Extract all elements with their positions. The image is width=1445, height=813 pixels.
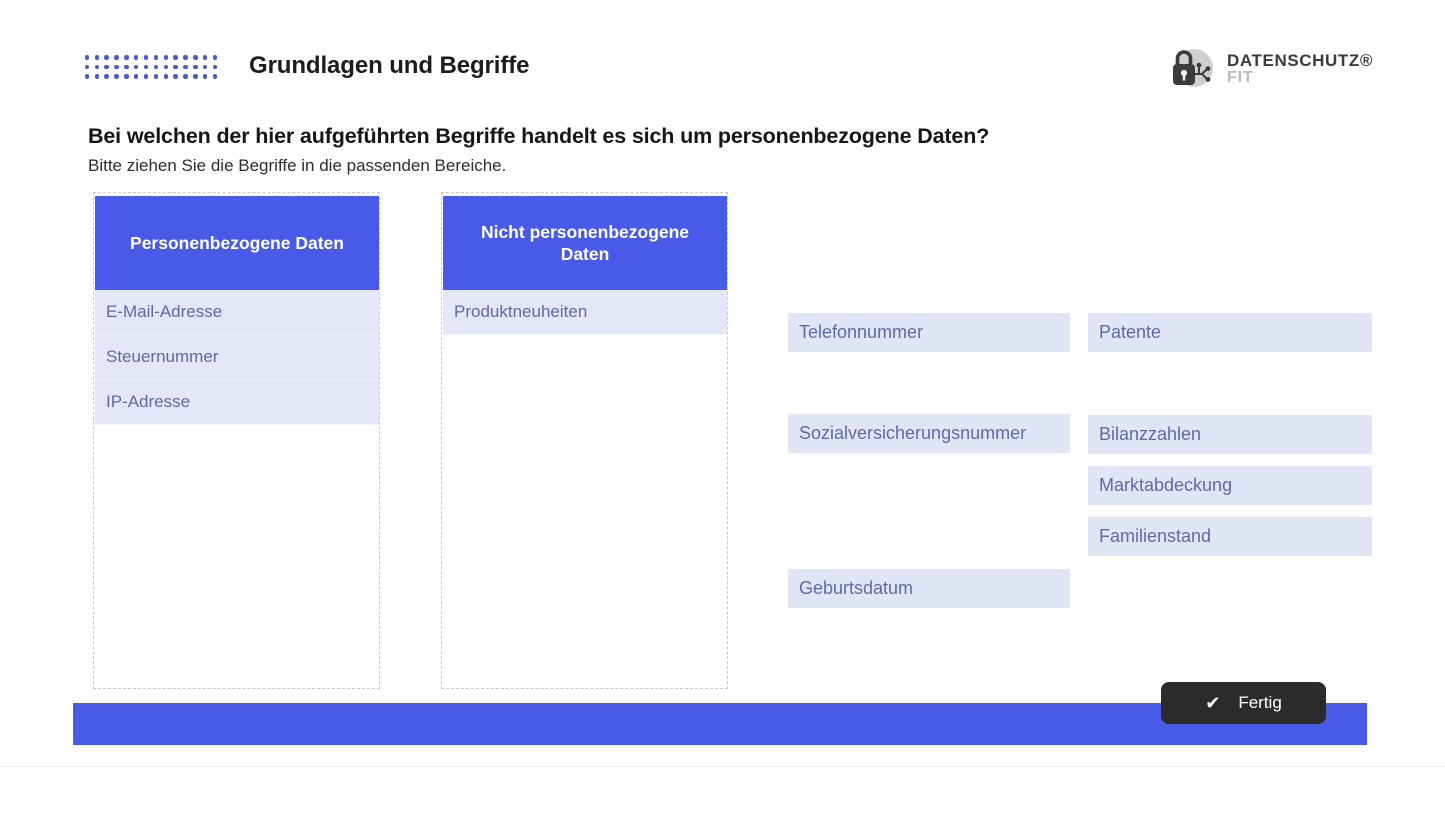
brand-subtitle: FIT	[1227, 69, 1254, 86]
draggable-item-sozialversicherungsnummer[interactable]: Sozialversicherungsnummer	[788, 414, 1070, 453]
slide-header: Grundlagen und Begriffe	[0, 0, 1445, 112]
accent-bar	[73, 703, 1367, 745]
dot-grid-logo-icon	[82, 53, 220, 81]
submit-button[interactable]: ✔ Fertig	[1161, 682, 1326, 724]
dropped-item[interactable]: IP-Adresse	[95, 380, 379, 425]
brand-logo: DATENSCHUTZ® FIT	[1165, 44, 1373, 96]
draggable-item-geburtsdatum[interactable]: Geburtsdatum	[788, 569, 1070, 608]
dropped-item[interactable]: E-Mail-Adresse	[95, 290, 379, 335]
page-title: Grundlagen und Begriffe	[249, 52, 530, 79]
player-bar	[0, 766, 1445, 813]
draggable-item-marktabdeckung[interactable]: Marktabdeckung	[1088, 466, 1372, 505]
dropzone-items-personenbezogene-daten: E-Mail-Adresse Steuernummer IP-Adresse	[95, 290, 379, 425]
draggable-item-bilanzzahlen[interactable]: Bilanzzahlen	[1088, 415, 1372, 454]
dropzone-nicht-personenbezogene-daten[interactable]	[441, 192, 728, 689]
lock-circuit-icon	[1165, 44, 1217, 96]
dropzone-items-nicht-personenbezogene-daten: Produktneuheiten	[443, 290, 727, 335]
draggable-item-familienstand[interactable]: Familienstand	[1088, 517, 1372, 556]
dropzone-personenbezogene-daten[interactable]	[93, 192, 380, 689]
submit-button-label: Fertig	[1238, 693, 1282, 712]
draggable-item-telefonnummer[interactable]: Telefonnummer	[788, 313, 1070, 352]
question-text: Bei welchen der hier aufgeführten Begrif…	[88, 124, 990, 148]
dropzone-title-nicht-personenbezogene-daten: Nicht personenbezogene Daten	[443, 196, 727, 290]
draggable-item-patente[interactable]: Patente	[1088, 313, 1372, 352]
instruction-text: Bitte ziehen Sie die Begriffe in die pas…	[88, 156, 507, 175]
dropped-item[interactable]: Steuernummer	[95, 335, 379, 380]
brand-name: DATENSCHUTZ®	[1227, 51, 1373, 70]
dropped-item[interactable]: Produktneuheiten	[443, 290, 727, 335]
check-icon: ✔	[1205, 693, 1221, 713]
dropzone-title-personenbezogene-daten: Personenbezogene Daten	[95, 196, 379, 290]
